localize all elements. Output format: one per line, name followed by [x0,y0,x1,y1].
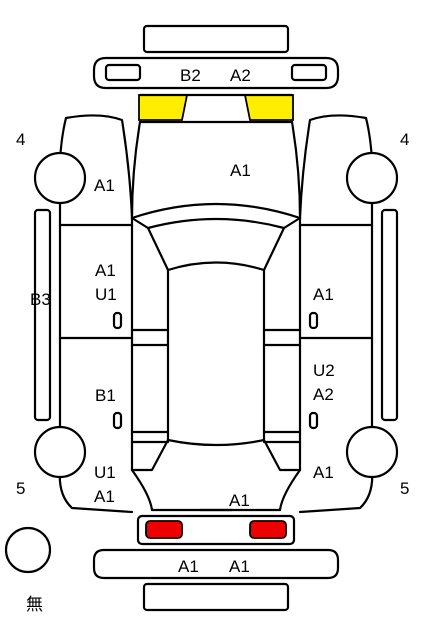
front-foglight-left [104,63,142,82]
taillight-right [249,520,287,539]
front-bumper [92,56,340,90]
front-foglight-right [290,63,328,82]
label-wheel-front-right: 4 [400,130,409,149]
roof-front [166,261,266,272]
label-left-front-door-1: A1 [95,261,116,280]
pillar-c [130,430,302,444]
door-marker-rr [308,411,319,430]
front-fender-inner [64,114,368,220]
label-spare: 無 [26,595,43,615]
label-right-rear-door-1: U2 [313,361,335,380]
label-front-bumper-right: A2 [230,66,251,85]
wheel-front-right [345,151,399,205]
label-trunk: A1 [229,491,250,510]
door-marker-lf [112,311,123,330]
headlight-right [243,94,294,121]
door-marker-rf [308,311,319,330]
pillar-b [130,328,302,347]
taillight-left [145,520,183,539]
label-front-bumper-left: B2 [180,66,201,85]
right-side-moulding [380,208,399,422]
label-left-rear-door: B1 [95,386,116,405]
label-rear-bumper-left: A1 [178,557,199,576]
label-left-quarter-1: U1 [94,463,116,482]
rear-plate [142,582,290,612]
label-left-sill: B3 [30,290,51,309]
label-wheel-rear-left: 5 [16,479,25,498]
label-wheel-rear-right: 5 [400,479,409,498]
label-wheel-front-left: 4 [16,130,25,149]
rear-window-sides [130,438,302,472]
label-left-quarter-2: A1 [94,487,115,506]
cabin-outline [130,216,302,447]
spare-tire [4,526,52,574]
wheel-rear-left [33,425,87,479]
trunk-outline [130,468,302,512]
front-plate [142,24,290,54]
label-right-quarter: A1 [313,463,334,482]
door-marker-lr [112,411,123,430]
label-hood: A1 [230,161,251,180]
windshield-bottom [146,217,286,230]
front-fender-outer [58,116,374,227]
label-front-left-fender: A1 [94,176,115,195]
windshield-top [130,202,302,220]
left-side-moulding [33,208,52,422]
label-rear-bumper-right: A1 [229,557,250,576]
headlight-left [138,94,189,121]
rear-bumper [92,548,340,580]
label-left-front-door-2: U1 [95,285,117,304]
wheel-front-left [33,151,87,205]
wheel-rear-right [345,425,399,479]
label-right-rear-door-2: A2 [313,385,334,404]
label-right-front-door: A1 [313,285,334,304]
